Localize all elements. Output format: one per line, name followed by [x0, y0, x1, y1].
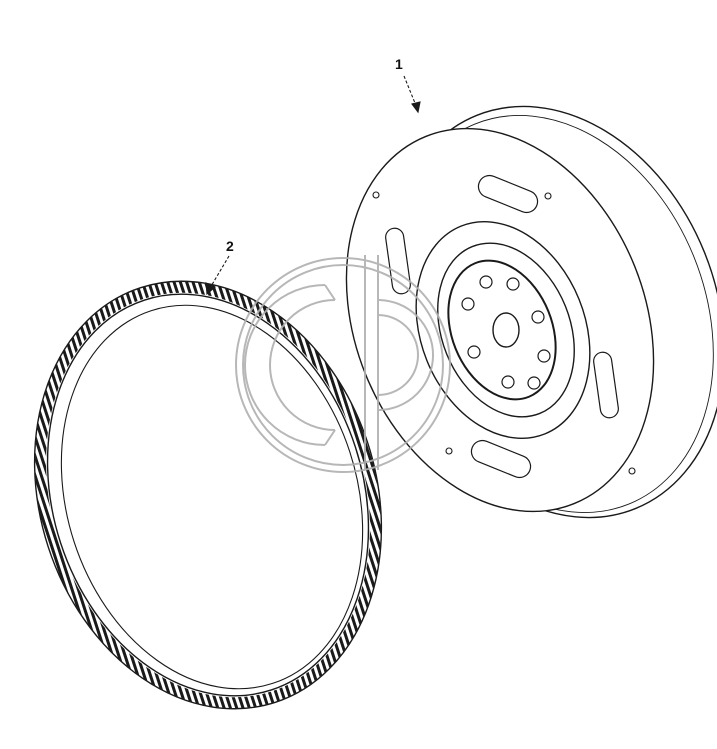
- slot: [385, 227, 411, 295]
- slot: [470, 439, 532, 479]
- bolt-hole: [527, 376, 541, 390]
- leader-arrow-1: [411, 101, 421, 114]
- leader-line-2: [209, 255, 230, 289]
- rim-hole: [544, 192, 552, 200]
- bolt-hole: [506, 277, 520, 291]
- rim-hole: [445, 447, 453, 455]
- bolt-hole: [531, 310, 545, 324]
- callout-label-2: 2: [226, 238, 234, 254]
- leader-arrow-2: [205, 282, 217, 296]
- bolt-hole: [537, 349, 551, 363]
- ring-gear-bore: [60, 304, 364, 690]
- cb-logo-watermark-icon: [235, 255, 451, 473]
- ring-gear-teeth-band: [35, 281, 381, 709]
- rim-hole: [628, 467, 636, 475]
- ring-gear: [33, 280, 383, 710]
- bolt-hole: [501, 375, 515, 389]
- bolt-hole: [461, 297, 475, 311]
- bolt-hole: [479, 275, 493, 289]
- hub-bolt-holes: [461, 275, 551, 390]
- slot: [593, 351, 619, 419]
- flywheel-hub-step: [437, 242, 575, 418]
- leader-lines: [205, 75, 421, 296]
- flywheel-center-bore: [492, 312, 520, 348]
- ring-gear-outer-edge: [33, 280, 383, 710]
- flywheel: [345, 105, 717, 519]
- rim-holes: [372, 191, 636, 475]
- flywheel-hub-outer: [415, 221, 591, 439]
- flywheel-hub-face: [447, 259, 557, 401]
- rim-hole: [372, 191, 380, 199]
- face-slots: [385, 174, 619, 479]
- leader-line-1: [403, 75, 418, 109]
- callout-label-1: 1: [395, 56, 403, 72]
- ring-gear-inner-edge: [46, 293, 370, 697]
- bolt-hole: [467, 345, 481, 359]
- slot: [477, 174, 539, 214]
